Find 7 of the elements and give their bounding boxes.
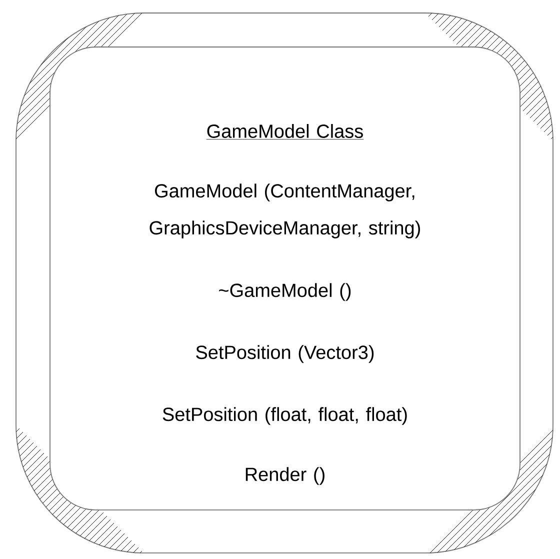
method-signature: SetPosition (float, float, float): [162, 407, 407, 425]
method-signature: Render (): [246, 467, 324, 485]
method-signature: GameModel (ContentManager, GraphicsDeviceManager, string): [150, 184, 420, 238]
method-signature: SetPosition (Vector3): [196, 345, 374, 363]
class-title: GameModel Class: [206, 124, 364, 140]
method-signature: ~GameModel (): [219, 283, 351, 301]
class-box: [50, 46, 520, 510]
